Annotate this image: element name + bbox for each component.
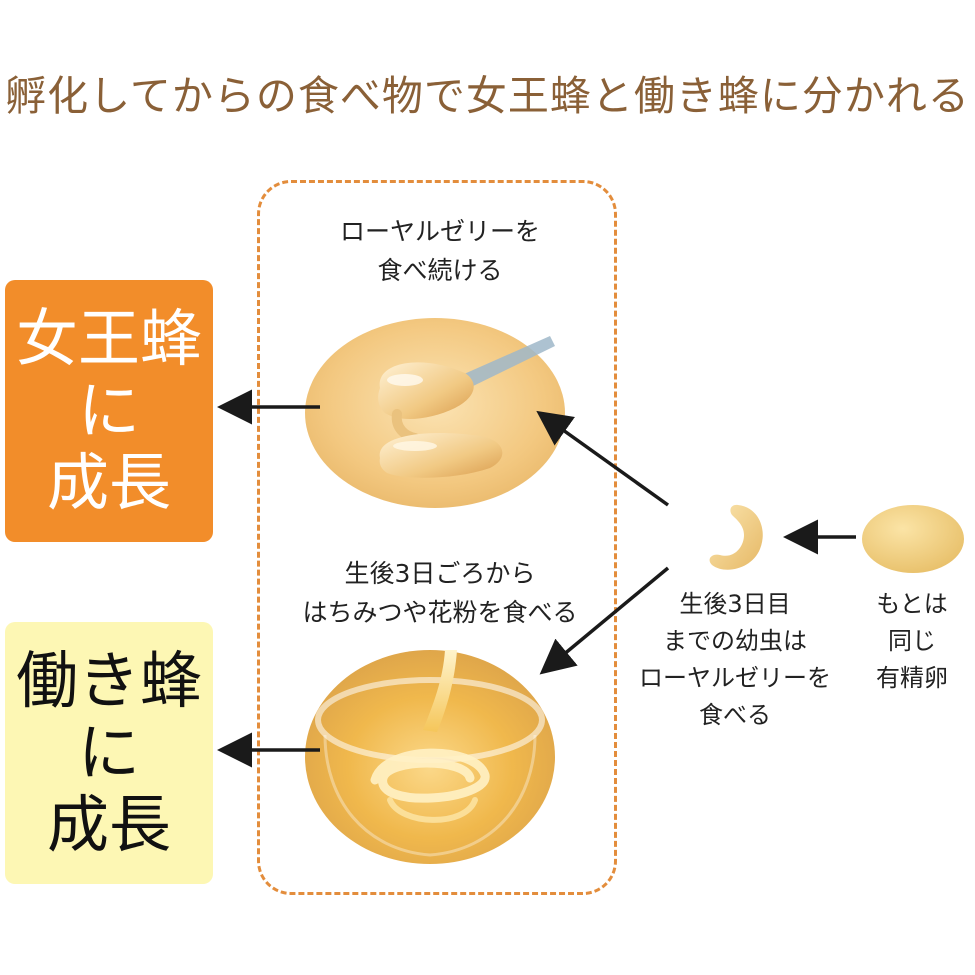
- larva-caption: 生後3日目 までの幼虫は ローヤルゼリーを 食べる: [620, 586, 850, 734]
- larva-caption-line4: 食べる: [699, 701, 771, 729]
- larva-caption-line1: 生後3日目: [679, 590, 791, 618]
- larva-image: [709, 504, 763, 570]
- egg-caption-line2: 同じ: [888, 627, 936, 655]
- food-dashed-frame: [257, 180, 617, 895]
- queen-bee-particle: に: [77, 374, 140, 447]
- larva-caption-line3: ローヤルゼリーを: [639, 664, 831, 692]
- worker-bee-growth: 成長: [46, 788, 171, 861]
- arrow-larva-to-honey: [539, 566, 670, 675]
- honey-image: [305, 650, 555, 864]
- queen-bee-label: 女王蜂: [15, 302, 202, 375]
- royal-jelly-caption-line2: 食べ続ける: [377, 256, 503, 285]
- queen-bee-growth: 成長: [46, 446, 171, 519]
- arrow-larva-to-royal-jelly: [536, 410, 670, 507]
- worker-bee-label: 働き蜂: [15, 644, 202, 717]
- worker-bee-particle: に: [77, 716, 140, 789]
- worker-bee-result: 働き蜂 に 成長: [5, 622, 213, 884]
- royal-jelly-image: [305, 318, 565, 508]
- larva-caption-line2: までの幼虫は: [663, 627, 807, 655]
- honey-pollen-caption-line1: 生後3日ごろから: [344, 559, 536, 588]
- egg-caption-line3: 有精卵: [876, 664, 948, 692]
- royal-jelly-caption-line1: ローヤルゼリーを: [339, 217, 540, 246]
- egg-caption: もとは 同じ 有精卵: [852, 586, 972, 697]
- royal-jelly-caption: ローヤルゼリーを 食べ続ける: [290, 212, 590, 290]
- egg-image: [862, 505, 964, 573]
- honey-pollen-caption-line2: はちみつや花粉を食べる: [302, 598, 578, 627]
- queen-bee-result: 女王蜂 に 成長: [5, 280, 213, 542]
- page-title: 孵化してからの食べ物で女王蜂と働き蜂に分かれる: [5, 72, 970, 120]
- egg-caption-line1: もとは: [876, 590, 948, 618]
- honey-pollen-caption: 生後3日ごろから はちみつや花粉を食べる: [270, 554, 610, 632]
